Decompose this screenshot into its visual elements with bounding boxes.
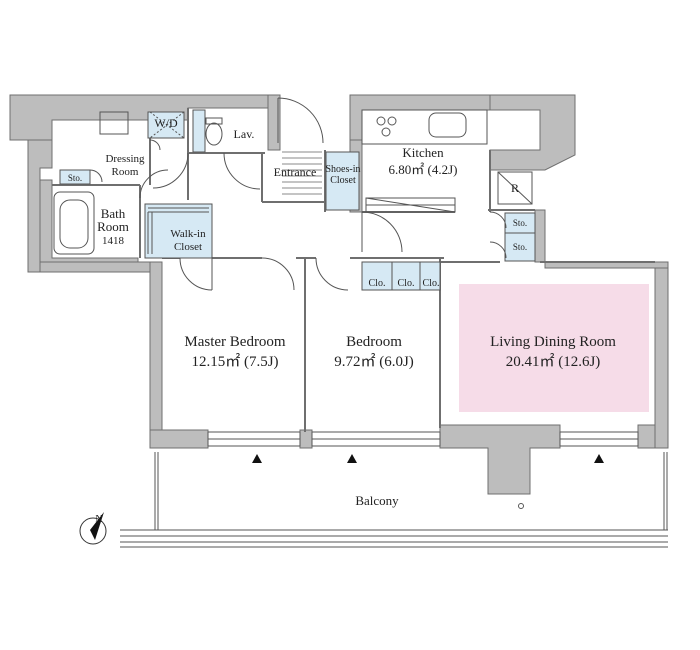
sto-label-2: Sto. <box>513 242 527 252</box>
master-bedroom-label: Master Bedroom <box>184 334 286 350</box>
balcony-label: Balcony <box>355 493 399 508</box>
kitchen-counter <box>361 109 488 213</box>
bedroom-label: Bedroom <box>346 334 402 350</box>
living-dining-highlight <box>459 284 649 412</box>
balcony-frame <box>120 452 668 548</box>
entrance-label: Entrance <box>274 165 317 179</box>
bathtub <box>53 191 95 255</box>
living-dining-area: 20.41㎡ (12.6J) <box>506 353 601 370</box>
master-bedroom-area: 12.15㎡ (7.5J) <box>191 353 278 370</box>
doors <box>89 97 507 291</box>
closet-label-2: Clo. <box>398 278 415 289</box>
bath-size-label: 1418 <box>102 235 125 247</box>
washbasin <box>99 111 129 135</box>
lav-label: Lav. <box>234 127 255 141</box>
walkin-shelves <box>147 207 209 254</box>
closet-label-1: Clo. <box>369 278 386 289</box>
washer-dryer-box <box>149 111 185 139</box>
refrigerator-label: R <box>511 181 519 195</box>
closet-partitions <box>391 262 421 290</box>
entrance-steps <box>282 151 322 195</box>
bedroom-area: 9.72㎡ (6.0J) <box>334 353 414 370</box>
room-labels: W/D Lav. Dressing Room Sto. Bath Room 14… <box>68 116 616 508</box>
dressing-label-1: Dressing <box>105 153 145 165</box>
bath-label-2: Room <box>97 219 129 234</box>
kitchen-area-label: 6.80㎡ (4.2J) <box>389 162 458 177</box>
bath-label-1: Bath <box>101 206 126 221</box>
refrigerator-box <box>497 171 533 205</box>
closet-label-3: Clo. <box>423 278 440 289</box>
living-dining-label: Living Dining Room <box>490 334 616 350</box>
window-arrows <box>252 454 604 463</box>
storage-areas <box>59 109 536 291</box>
windows <box>207 431 639 447</box>
sto-label-1: Sto. <box>513 218 527 228</box>
compass-north-label: N <box>95 514 102 525</box>
walkin-label-2: Closet <box>174 241 202 253</box>
shoes-label-2: Closet <box>330 175 356 186</box>
walkin-label-1: Walk-in <box>170 228 206 240</box>
sto-bath-label: Sto. <box>68 173 82 183</box>
shoes-label-1: Shoes-in <box>326 164 361 175</box>
kitchen-label: Kitchen <box>402 145 444 160</box>
north-compass: N <box>79 512 107 545</box>
toilet <box>205 117 223 146</box>
dressing-label-2: Room <box>112 166 139 178</box>
wd-label: W/D <box>154 116 178 130</box>
